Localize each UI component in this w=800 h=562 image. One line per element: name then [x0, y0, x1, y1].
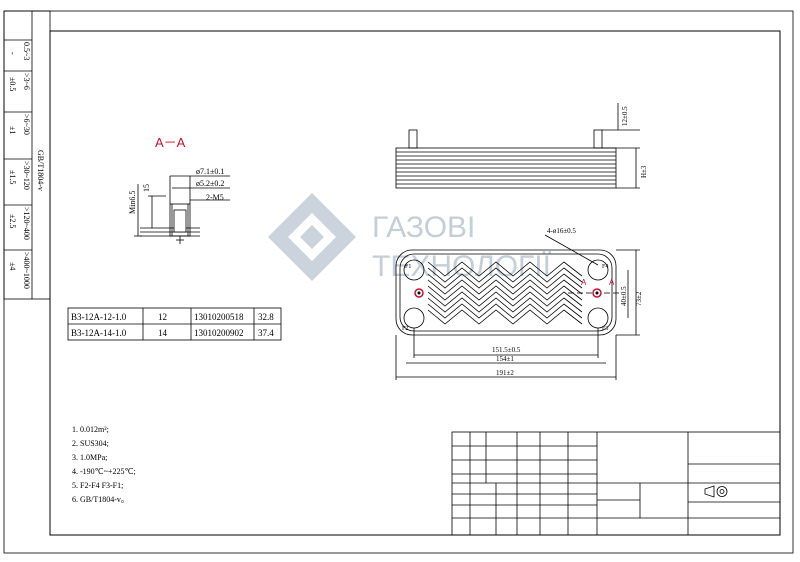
- note-3: 3. 1.0MPa;: [72, 453, 108, 462]
- front-dim-v2: 73±2: [635, 291, 643, 306]
- section-mark-left: A: [581, 278, 587, 287]
- tolerance-range: >3~6: [22, 73, 31, 90]
- tolerance-table: GB/T1804-v 0.5~3 - >3~6 ±0.5 >6~30 ±1 >3…: [3, 10, 51, 300]
- tolerance-range: >120~400: [22, 207, 31, 240]
- tolerance-range: 0.5~3: [22, 42, 31, 60]
- tolerance-value: ±4: [8, 262, 17, 270]
- tolerance-value: ±0.5: [8, 77, 17, 91]
- section-title: A－A: [155, 135, 186, 150]
- watermark-logo-icon: [268, 193, 356, 281]
- section-dim-hole: ø7.1±0.1: [196, 167, 224, 176]
- parts-value: 37.4: [258, 328, 274, 338]
- front-dim-v1: 40±0.5: [620, 286, 628, 306]
- parts-code: 13010200518: [194, 312, 244, 322]
- port-label: F1: [405, 264, 411, 270]
- parts-plates: 14: [158, 328, 168, 338]
- parts-model: B3-12A-12-1.0: [71, 312, 127, 322]
- parts-plates: 12: [158, 312, 167, 322]
- note-4: 4. -190℃~+225℃;: [72, 467, 136, 476]
- watermark: ГАЗОВІ ТЕХНОЛОГІЇ: [268, 193, 552, 283]
- front-dim-holes: 4-ø16±0.5: [547, 227, 576, 235]
- section-a-a-detail: A－A ø7.1±0.1 ø5.2±0.2 2-M5: [128, 135, 230, 244]
- tolerance-value: ±1: [8, 126, 17, 134]
- front-view: A A F1 F2 F3 F4 4-ø16±0.5 151.5±0.5 154±…: [395, 227, 643, 380]
- note-6: 6. GB/T1804-v。: [72, 495, 129, 504]
- port-label: F4: [602, 264, 608, 270]
- front-dim-a: 151.5±0.5: [492, 346, 521, 354]
- section-dim-min: Min6.5: [128, 191, 137, 214]
- parts-model: B3-12A-14-1.0: [71, 328, 127, 338]
- port-label: F2: [402, 326, 408, 332]
- section-dim-height: 15: [142, 184, 151, 192]
- side-dim-height: H±3: [640, 165, 648, 178]
- projection-symbol-icon: [704, 485, 728, 498]
- tolerance-value: -: [8, 52, 17, 55]
- section-mark-right: A: [609, 278, 615, 287]
- parts-value: 32.8: [258, 312, 274, 322]
- section-dim-port: ø5.2±0.2: [196, 179, 224, 188]
- note-2: 2. SUS304;: [72, 439, 109, 448]
- title-block: [451, 431, 781, 536]
- side-dim-top: 12±0.5: [621, 106, 629, 126]
- front-dim-c: 191±2: [496, 369, 514, 377]
- note-1: 1. 0.012m²;: [72, 425, 109, 434]
- tolerance-value: ±2.5: [8, 214, 17, 228]
- tolerance-table-title: GB/T1804-v: [36, 150, 45, 191]
- side-view: 12±0.5 H±3: [395, 103, 648, 189]
- tolerance-value: ±1.5: [8, 170, 17, 184]
- tolerance-range: >400~1000: [22, 252, 31, 289]
- parts-code: 13010200902: [194, 328, 244, 338]
- front-dim-b: 154±1: [496, 355, 514, 363]
- parts-table: B3-12A-12-1.0 12 13010200518 32.8 B3-12A…: [67, 307, 282, 341]
- watermark-line2: ТЕХНОЛОГІЇ: [372, 250, 552, 283]
- tolerance-range: >30~120: [22, 161, 31, 190]
- section-dim-thread: 2-M5: [206, 193, 224, 202]
- port-label: F3: [602, 326, 608, 332]
- tolerance-range: >6~30: [22, 114, 31, 135]
- note-5: 5. F2-F4 F3-F1;: [72, 481, 124, 490]
- watermark-line1: ГАЗОВІ: [372, 211, 475, 244]
